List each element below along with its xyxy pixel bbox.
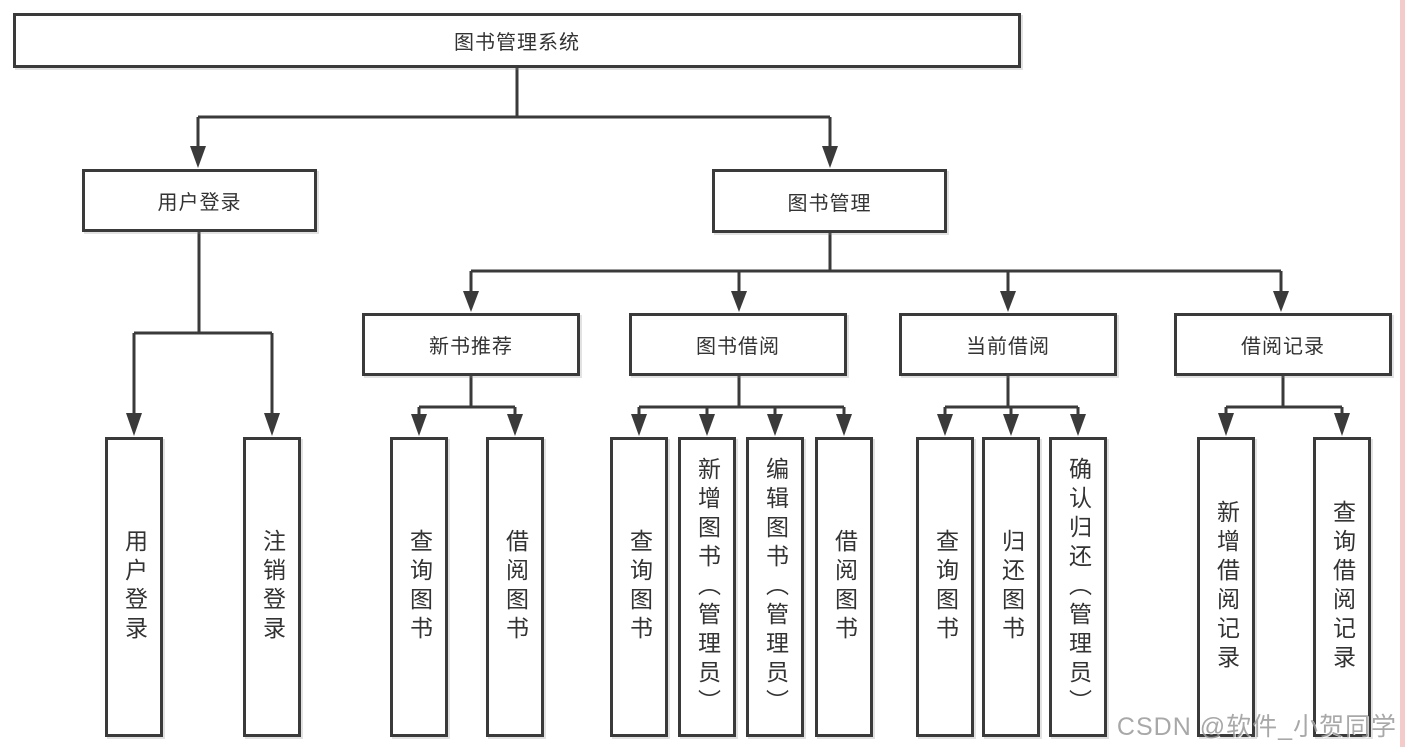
leaf-label: 查询图书 [406,529,433,645]
leaf-label: 查询图书 [626,529,653,645]
node-label: 新书推荐 [429,336,513,358]
leaf-label: 借阅图书 [502,529,529,645]
connector-userlogin-to-leaves [132,232,274,415]
leaf-edit-books-admin: 编辑图书（管理员） [746,437,804,737]
node-label: 借阅记录 [1241,336,1325,358]
leaf-label: 查询借阅记录 [1329,500,1356,674]
connector-newbookrec-to-leaves [417,376,517,416]
node-label: 用户登录 [157,192,242,214]
leaf-label: 确认归还（管理员） [1065,456,1092,718]
csdn-watermark: CSDN @软件_小贺同学 [1116,713,1397,741]
leaf-label: 注销登录 [259,529,286,645]
leaf-user-login: 用户登录 [105,437,163,737]
leaf-label: 归还图书 [998,529,1025,645]
node-label: 当前借阅 [966,336,1050,358]
right-edge-strip [1400,0,1405,747]
leaf-label: 新增借阅记录 [1213,500,1240,674]
node-label: 图书管理 [787,192,872,215]
connector-root-to-level1 [196,68,832,148]
leaf-label: 新增图书（管理员） [694,456,721,718]
node-borrowing-records: 借阅记录 [1174,313,1392,376]
node-label: 图书管理系统 [454,32,580,54]
leaf-logout: 注销登录 [243,437,301,737]
node-new-book-recommendation: 新书推荐 [362,313,580,376]
node-book-management-branch: 图书管理 [712,169,947,233]
leaf-confirm-return-admin: 确认归还（管理员） [1049,437,1107,737]
arrowheads [126,146,1350,436]
connector-currentborrow-to-leaves [943,376,1080,416]
leaf-label: 查询图书 [932,529,959,645]
node-library-management-system: 图书管理系统 [13,13,1021,68]
leaf-label: 借阅图书 [831,529,858,645]
connector-bookmgmt-to-level2 [469,233,1283,293]
leaf-query-borrow-record: 查询借阅记录 [1313,437,1371,737]
leaf-label: 编辑图书（管理员） [762,456,789,718]
connector-bookborrow-to-leaves [637,376,846,416]
leaf-query-books-1: 查询图书 [390,437,448,737]
node-label: 图书借阅 [696,336,780,358]
node-current-borrowing: 当前借阅 [899,313,1117,376]
leaf-label: 用户登录 [121,529,148,645]
leaf-return-books: 归还图书 [982,437,1040,737]
leaf-add-borrow-record: 新增借阅记录 [1197,437,1255,737]
leaf-query-books-2: 查询图书 [610,437,668,737]
node-book-borrowing: 图书借阅 [629,313,847,376]
leaf-query-books-3: 查询图书 [916,437,974,737]
connector-borrowrecord-to-leaves [1224,376,1344,416]
node-user-login-branch: 用户登录 [82,169,317,232]
leaf-borrow-books-2: 借阅图书 [815,437,873,737]
leaf-borrow-books-1: 借阅图书 [486,437,544,737]
leaf-add-books-admin: 新增图书（管理员） [678,437,736,737]
